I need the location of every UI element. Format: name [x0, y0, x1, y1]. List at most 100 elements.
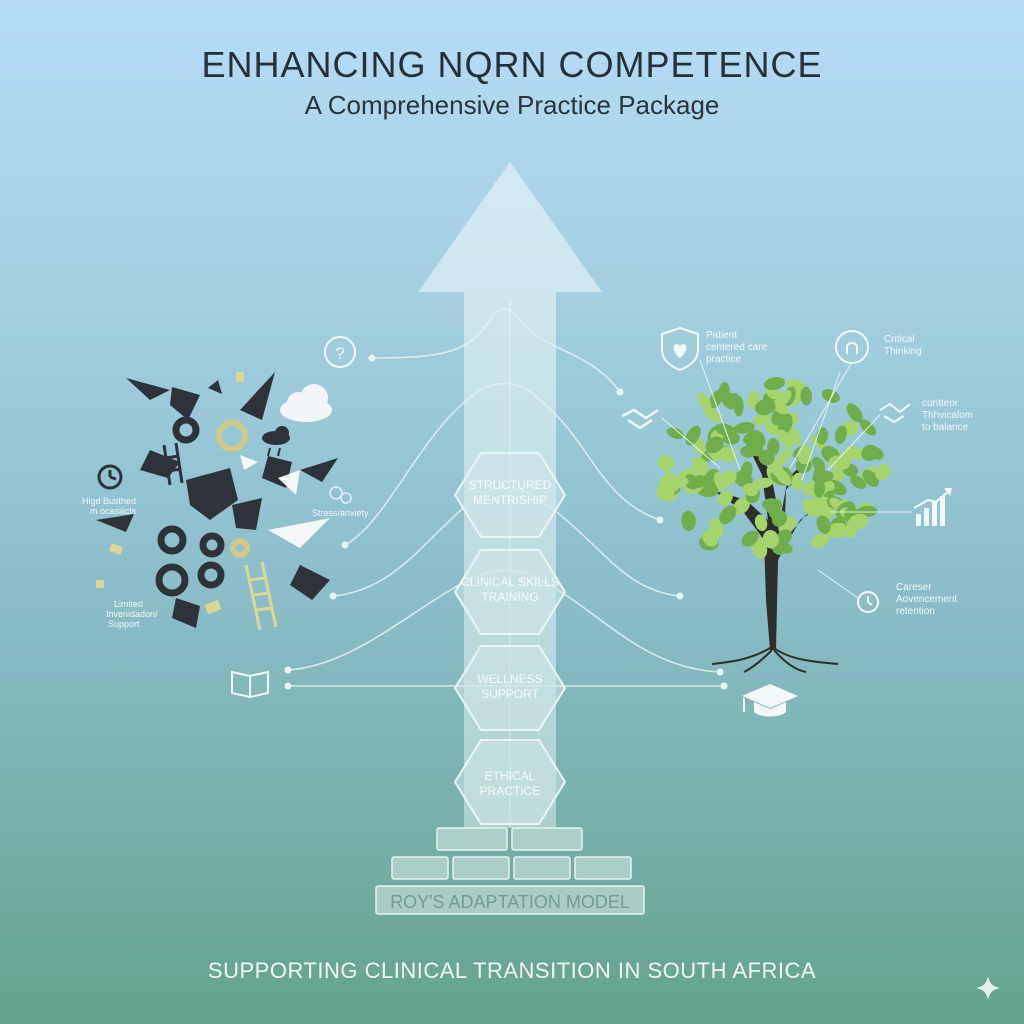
rain-cloud-icon — [262, 426, 290, 457]
tree-leaf — [777, 429, 793, 448]
foundation-label: ROY'S ADAPTATION MODEL — [390, 892, 630, 912]
svg-text:?: ? — [335, 344, 344, 363]
tree-leaf — [776, 529, 792, 545]
tree-leaf — [802, 498, 820, 517]
growth-tree — [656, 376, 891, 673]
question-head-icon: ? — [324, 336, 356, 368]
label-critical-thinking-line1: Critical — [884, 334, 915, 345]
tree-leaf — [847, 513, 869, 530]
tree-leaf — [758, 449, 775, 466]
tree-leaf — [683, 474, 700, 490]
flow-dots — [284, 354, 728, 690]
pillar-1-line2: MENTRISHIP — [473, 493, 547, 507]
tree-leaf — [691, 457, 709, 476]
tree-leaf — [800, 386, 812, 406]
challenges-cluster: ? — [96, 336, 356, 631]
tree-leaf — [734, 470, 753, 488]
tree-leaf — [834, 425, 847, 445]
tree-leaf — [748, 430, 766, 449]
label-work-life-line2: Thhvicalom — [922, 410, 973, 421]
tree-leaf — [762, 498, 783, 512]
tree-leaf — [816, 515, 831, 534]
label-career-line1: Careser — [896, 582, 932, 593]
tree-leaf — [775, 468, 792, 486]
pillar-3-line1: WELLNESS — [477, 672, 542, 686]
tree-leaf — [657, 454, 674, 471]
career-clock-icon — [857, 591, 879, 613]
label-stress: Stress/anxiety — [312, 508, 369, 518]
pillar-4-line1: ETHICAL — [485, 769, 536, 783]
tree-leaf — [774, 389, 792, 408]
shield-heart-icon — [661, 326, 699, 372]
pillar-2-line1: CLINICAL SKILLS — [461, 575, 559, 589]
handshake-icon-right — [879, 402, 911, 424]
tree-leaf — [704, 407, 722, 423]
tree-leaf — [754, 514, 768, 532]
tree-leaf — [791, 472, 804, 491]
pillar-3-line2: SUPPORT — [481, 687, 539, 701]
tree-leaf — [846, 403, 863, 423]
tree-leaf — [797, 444, 813, 465]
tree-leaf — [685, 425, 701, 446]
tree-leaf — [702, 529, 718, 547]
tree-leaf — [752, 477, 774, 489]
tree-leaf — [681, 510, 696, 531]
label-limited-support-line3: Support — [108, 619, 140, 629]
label-career-line3: retention — [896, 606, 935, 617]
lightbulb-icon — [835, 330, 869, 364]
gear-icons — [155, 416, 225, 597]
tree-leaf — [764, 376, 786, 391]
tree-leaf — [741, 530, 759, 547]
tree-leaf — [733, 422, 755, 434]
label-work-life-line1: cuntteor — [922, 398, 959, 409]
pillar-2-line2: TRAINING — [481, 590, 538, 604]
tree-leaf — [862, 469, 880, 488]
tree-leaf — [713, 472, 727, 490]
tree-leaf — [814, 478, 826, 498]
tree-leaf — [660, 483, 675, 500]
tree-leaf — [775, 448, 792, 466]
tree-leaf — [717, 490, 733, 506]
tree-leaf — [867, 446, 884, 460]
pillar-1-line1: STRUCTURED — [469, 478, 552, 492]
tree-leaf — [768, 507, 786, 522]
label-limited-support-line2: Invenidadon/ — [106, 609, 158, 619]
cloud-icon — [280, 384, 332, 422]
pillar-hexagons — [453, 452, 567, 825]
label-critical-thinking-line2: Thinking — [884, 346, 922, 357]
tree-leaf — [719, 505, 737, 525]
handshake-icon-left — [621, 408, 659, 430]
pillar-4-line2: PRACTICE — [480, 784, 541, 798]
tree-leaf — [751, 537, 768, 559]
stress-icon — [329, 486, 352, 504]
label-patient-care-line1: Patient — [706, 330, 737, 341]
tree-leaf — [762, 530, 779, 549]
label-patient-care-line3: practice — [706, 354, 741, 365]
tree-leaf — [828, 455, 850, 471]
book-icon — [231, 670, 269, 699]
tree-leaf — [850, 475, 866, 489]
label-limited-support-line1: Limited — [114, 599, 143, 609]
tree-leaf — [875, 464, 891, 481]
clock-icon — [97, 464, 123, 490]
tree-leaf — [740, 445, 757, 458]
label-work-life-line3: to balance — [922, 422, 969, 433]
tree-leaf — [705, 436, 724, 454]
label-high-workload-line2: m ocasiiicls — [90, 506, 137, 516]
tree-leaf — [733, 497, 750, 515]
tree-leaf — [666, 427, 684, 440]
tree-leaf — [693, 438, 706, 455]
gear-icon-accent — [216, 420, 248, 452]
growth-chart-icon — [913, 488, 952, 526]
tree-leaf — [722, 393, 741, 409]
tree-leaf — [810, 532, 830, 548]
tree-leaf — [752, 414, 772, 425]
label-patient-care-line2: centered care — [706, 342, 768, 353]
foundation-bricks — [375, 827, 645, 915]
label-high-workload-line1: Higd Busthed — [82, 496, 136, 506]
tree-leaf — [821, 389, 840, 403]
ladder-icon — [244, 561, 278, 631]
tree-leaf — [754, 399, 776, 416]
label-career-line2: Aovencement — [896, 594, 957, 605]
